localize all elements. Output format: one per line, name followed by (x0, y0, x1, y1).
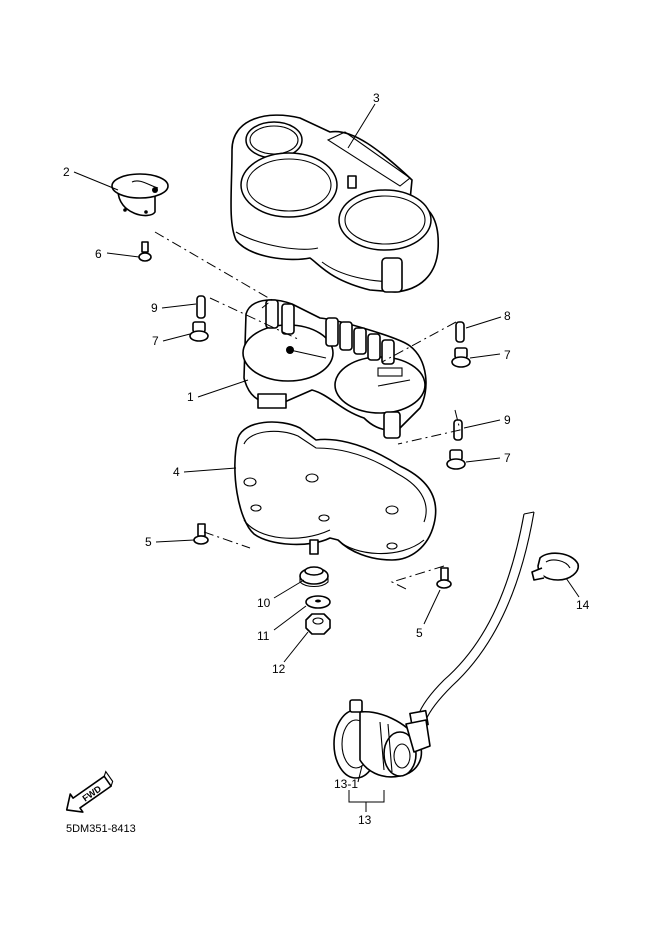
screw-part-5-right (436, 567, 452, 589)
meter-cap-part-2 (111, 173, 169, 217)
diagram-code: 5DM351-8413 (66, 823, 136, 835)
leader-lines (73, 103, 580, 812)
callout-9-left: 9 (151, 301, 158, 315)
callout-7-right-lower: 7 (504, 451, 511, 465)
callout-labels: 3 2 6 9 7 8 7 1 9 7 4 5 10 14 5 11 12 13… (63, 91, 590, 827)
callout-5-left: 5 (145, 535, 152, 549)
meter-cover-part-3 (230, 114, 440, 293)
fwd-arrow-icon: FWD (65, 770, 114, 813)
callout-10: 10 (257, 596, 271, 610)
screw-part-5-left (193, 523, 209, 545)
nut-part-12 (305, 613, 331, 635)
callout-2: 2 (63, 165, 70, 179)
screw-part-9-left (196, 295, 206, 319)
callout-6: 6 (95, 247, 102, 261)
meter-assembly-part-1 (242, 299, 427, 439)
screw-part-8 (455, 321, 465, 343)
grommet-part-7-left (189, 321, 209, 342)
damper-part-10 (299, 566, 329, 588)
screw-part-6 (138, 241, 152, 262)
callout-11: 11 (257, 629, 270, 643)
grommet-part-7-right-lower (446, 449, 466, 470)
callout-13: 13 (358, 813, 372, 827)
callout-9-right: 9 (504, 413, 511, 427)
clamp-part-14 (531, 552, 580, 581)
assembly-lines (154, 231, 461, 591)
indicator-lamps (265, 299, 395, 365)
callout-3: 3 (373, 91, 380, 105)
callout-1: 1 (187, 390, 194, 404)
callout-14: 14 (576, 598, 590, 612)
callout-8: 8 (504, 309, 511, 323)
callout-5-right: 5 (416, 626, 423, 640)
callout-13-1: 13-1 (334, 777, 358, 791)
grommet-part-7-right-upper (451, 347, 471, 368)
speedometer-gear-unit-part-13 (333, 699, 431, 779)
meter-case-part-4 (234, 421, 437, 561)
washer-part-11 (305, 595, 331, 609)
callout-12: 12 (272, 662, 286, 676)
callout-7-left: 7 (152, 334, 159, 348)
speedometer-cable-part-13 (409, 511, 535, 729)
callout-4: 4 (173, 465, 180, 479)
callout-7-right-upper: 7 (504, 348, 511, 362)
